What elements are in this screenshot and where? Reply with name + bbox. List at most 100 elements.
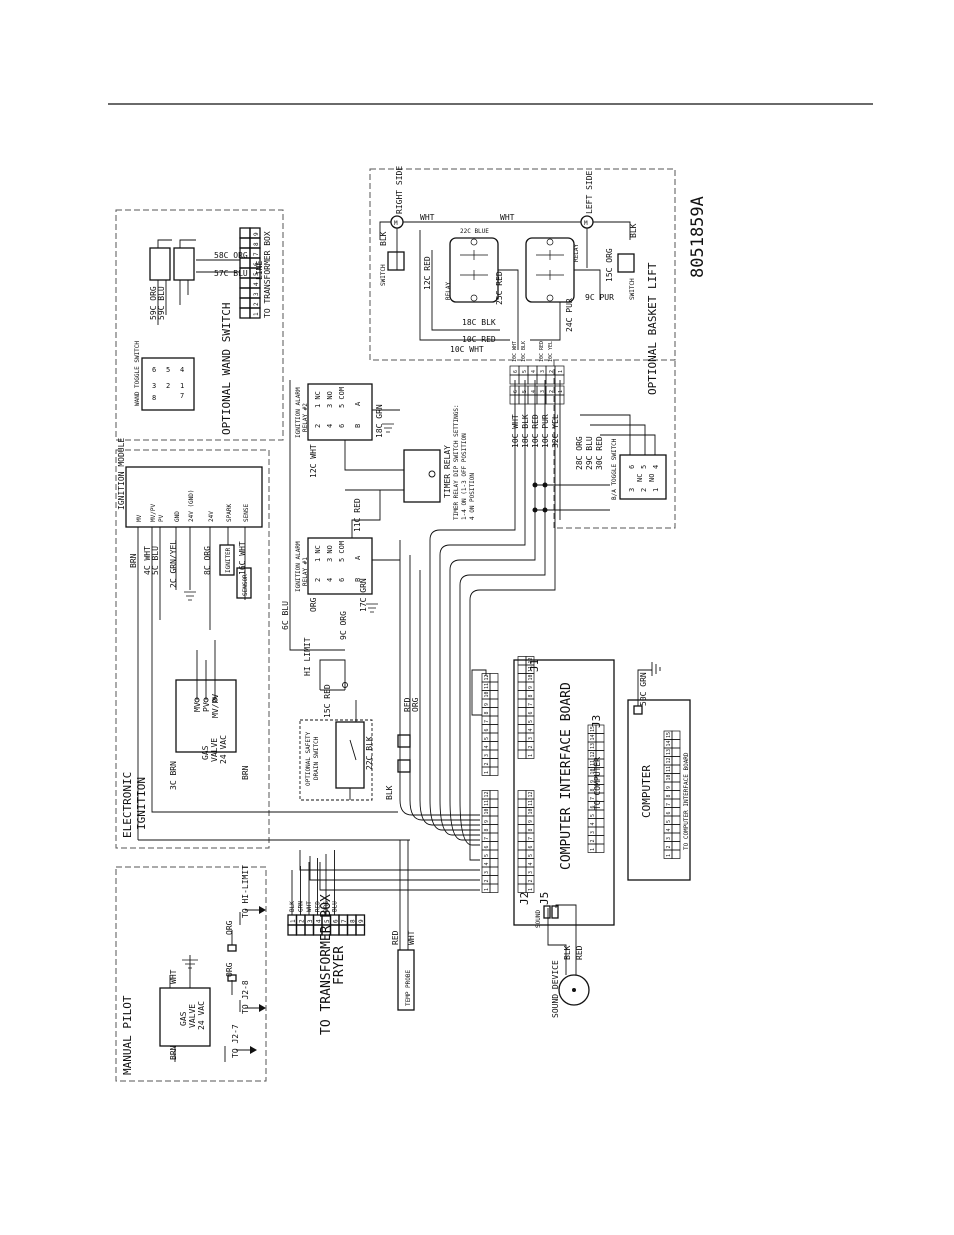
j2-pin-number: 4 [528, 862, 534, 865]
j2-ext-number: 9 [484, 820, 490, 823]
bl-bus-top-cell [509, 374, 520, 385]
j1-pin [517, 724, 527, 734]
wand-terminal: 1 [180, 382, 184, 390]
fryer-wire-label: BLK [289, 901, 296, 912]
bl-bus-top-pin: 1 [558, 370, 564, 373]
j2-pin-number: 9 [528, 820, 534, 823]
computer-pin-number: 13 [666, 749, 672, 755]
manual-pilot-section: GAS VALVE 24 VAC WHT BRN ORG ORG TO HI-L… [159, 865, 266, 1062]
drain-switch-label-2: DRAIN SWITCH [313, 736, 320, 780]
relay-terminal: 5 COM [338, 541, 346, 562]
j3-pin-number: 4 [590, 822, 596, 825]
wand-terminal: 8 [152, 394, 156, 402]
fryer-tb-label-1: TO TRANSFORMER BOX [319, 894, 334, 1035]
fryer-strip-pin: 4 [316, 919, 323, 923]
computer-pin-number: 15 [666, 732, 672, 738]
relay-terminal: A [354, 401, 362, 406]
bl-wire-10c-red: 10C RED [462, 335, 496, 344]
center-wire-17c-grn: 17C GRN [359, 578, 368, 612]
sound-device [558, 974, 590, 1006]
wand-strip-pin: 5 [253, 272, 260, 276]
bl-bus-bottom-cell [554, 394, 565, 405]
bl-bus-top-pin: 5 [522, 370, 528, 373]
wand-relay-2 [173, 247, 195, 281]
j1-ext-pin [489, 690, 499, 700]
relay-terminal: 3 NO [326, 391, 334, 408]
fryer-strip-cell [287, 924, 298, 936]
drawing-number: 8051859A [688, 196, 708, 278]
electronic-ignition-title-1: ELECTRONIC [121, 772, 134, 838]
j2-ext-pin [489, 866, 499, 876]
bl-bus-top-cell [527, 374, 538, 385]
bl-bus-bottom-pin: 5 [522, 390, 528, 393]
pilot-wire-brn: BRN [169, 1045, 178, 1060]
timer-setting-3: 4 ON POSITION [469, 473, 476, 520]
fryer-strip-pin: 9 [358, 919, 365, 923]
j3-pin [595, 818, 605, 828]
computer-pin-number: 14 [666, 740, 672, 746]
center-wire-org-2: ORG [411, 697, 420, 712]
right-side-label: RIGHT SIDE [395, 166, 404, 214]
computer-interface-board [513, 659, 615, 926]
fryer-strip-cell [346, 924, 357, 936]
pilot-target-hilimit: TO HI-LIMIT [241, 865, 250, 918]
computer-pin-number: 2 [666, 845, 672, 848]
computer-pin [671, 773, 681, 783]
igniter-label: IGNITER [225, 547, 232, 573]
bl-bus-top-pin: 4 [531, 370, 537, 373]
j2-pin-number: 6 [528, 845, 534, 848]
computer-pin [671, 730, 681, 740]
j1-pin-number: 11 [528, 666, 534, 672]
pilot-gas-valve [159, 987, 211, 1047]
ei-wire-brn-2: BRN [241, 765, 250, 780]
j3-pin-number: 11 [590, 760, 596, 766]
ba-terminal: 4 [652, 465, 660, 469]
connector-j1: J1 [528, 659, 541, 672]
wand-toggle-label: WAND TOGGLE SWITCH [134, 341, 141, 406]
pilot-wire-org-2: ORG [225, 920, 234, 935]
fryer-wire-label: WHT [306, 901, 313, 912]
ba-terminal: 5 [640, 465, 648, 469]
center-wire-6c-blu: 6C BLU [281, 601, 290, 630]
j3-pin [595, 733, 605, 743]
bl-bus-10c-wht: 10C WHT [511, 414, 520, 448]
j3-pin [595, 826, 605, 836]
j2-pin-number: 12 [528, 791, 534, 797]
pilot-gas-valve-label-1: GAS [179, 1011, 188, 1026]
wand-switch-title: OPTIONAL WAND SWITCH [220, 303, 233, 435]
bl-wire-18c-blk: 18C BLK [462, 318, 496, 327]
computer-pin-number: 7 [666, 803, 672, 806]
j2-pin-number: 10 [528, 808, 534, 814]
basket-lift-extension [553, 360, 676, 529]
j1-pin-number: 4 [528, 728, 534, 731]
probe-wire-red: RED [391, 930, 400, 945]
relay-terminal: 5 COM [338, 387, 346, 408]
bl-bus-wire-label: 10C BLK [521, 341, 527, 362]
pilot-target-j2-8: TO J2-8 [241, 980, 250, 1014]
ignition-module-terminal: MV [136, 514, 143, 522]
j2-ext-number: 11 [484, 800, 490, 806]
relay-terminal: 3 NO [326, 545, 334, 562]
ei-gas-valve-mvpv: MV/PV [211, 694, 220, 718]
j2-pin [517, 798, 527, 808]
fryer-wire-label: GRN [298, 901, 305, 912]
center-wire-red: RED [403, 697, 412, 712]
sound-wire-blk: BLK [563, 945, 572, 960]
j3-pin-number: 15 [590, 726, 596, 732]
fryer-strip-pin: 3 [307, 919, 314, 923]
center-wire-18c-grn: 18C GRN [375, 404, 384, 438]
fryer-wire-label: BLU [332, 901, 339, 912]
computer-pin-number: 4 [666, 828, 672, 831]
timer-setting-2: 1-4 ON (1-3 OFF POSITION [461, 433, 468, 520]
basket-lift-section: M RIGHT SIDE M LEFT SIDE WHT WHT BLK BLK… [379, 166, 667, 520]
wand-strip-cell [239, 297, 251, 309]
bl-wire-15c-org: 15C ORG [605, 248, 614, 282]
bl-bus-32c-yel: 32C YEL [551, 414, 560, 448]
j2-pin [517, 807, 527, 817]
ei-wire-8c-org: 8C ORG [203, 546, 212, 575]
bl-bus-bottom-pin: 1 [558, 390, 564, 393]
fryer-strip-cell [338, 924, 349, 936]
bl-bus-28c-org: 28C ORG [575, 436, 584, 470]
center-wire-org: ORG [309, 597, 318, 612]
